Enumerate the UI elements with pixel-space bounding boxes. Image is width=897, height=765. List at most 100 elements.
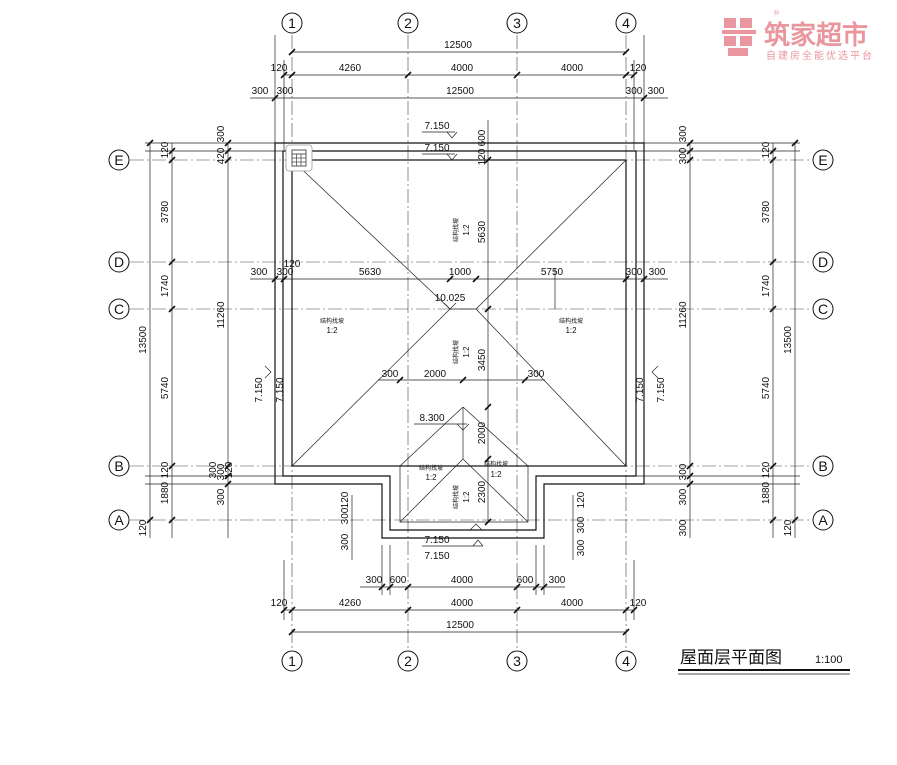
svg-text:300: 300 [678, 519, 689, 536]
svg-text:自建房全能优选平台: 自建房全能优选平台 [766, 49, 874, 62]
svg-text:300: 300 [528, 369, 545, 380]
svg-text:3: 3 [513, 15, 521, 31]
svg-text:结构找坡: 结构找坡 [559, 317, 583, 325]
svg-text:4260: 4260 [339, 63, 362, 74]
svg-text:7.150: 7.150 [275, 377, 286, 402]
svg-text:C: C [114, 301, 124, 317]
calculator-icon[interactable] [285, 144, 313, 172]
svg-text:600: 600 [477, 129, 488, 146]
svg-text:A: A [818, 512, 828, 528]
svg-text:4000: 4000 [451, 63, 474, 74]
svg-text:结构找坡: 结构找坡 [452, 340, 460, 364]
svg-text:1: 1 [288, 653, 296, 669]
svg-text:2000: 2000 [477, 421, 488, 444]
svg-text:C: C [818, 301, 828, 317]
svg-text:4: 4 [622, 653, 630, 669]
axis-bubble-top-2: 2 [397, 12, 419, 34]
svg-text:120: 120 [576, 491, 587, 508]
slope-label-bay-left: 结构找坡 1:2 [419, 464, 443, 482]
svg-text:7.150: 7.150 [254, 377, 265, 402]
svg-text:1:2: 1:2 [462, 346, 471, 358]
svg-text:1740: 1740 [761, 274, 772, 297]
axis-bubble-left-A: A [108, 509, 130, 531]
axis-bubble-top-4: 4 [615, 12, 637, 34]
svg-text:300: 300 [678, 463, 689, 480]
brand-logo: 筑家超市 自建房全能优选平台 ® [722, 9, 874, 62]
svg-text:300: 300 [340, 533, 351, 550]
svg-text:7.150: 7.150 [635, 377, 646, 402]
svg-text:3450: 3450 [477, 348, 488, 371]
svg-text:4000: 4000 [451, 575, 474, 586]
svg-text:300: 300 [549, 575, 566, 586]
svg-text:300: 300 [277, 86, 294, 97]
svg-text:300: 300 [678, 125, 689, 142]
svg-text:结构找坡: 结构找坡 [320, 317, 344, 325]
axis-bubble-right-E: E [812, 149, 834, 171]
svg-text:300: 300 [678, 488, 689, 505]
svg-text:3: 3 [513, 653, 521, 669]
svg-text:300: 300 [216, 463, 227, 480]
svg-text:1:2: 1:2 [490, 470, 502, 479]
svg-text:300: 300 [649, 267, 666, 278]
svg-text:300: 300 [216, 488, 227, 505]
svg-text:4000: 4000 [561, 63, 584, 74]
svg-text:120: 120 [477, 148, 488, 165]
svg-text:1:2: 1:2 [565, 326, 577, 335]
svg-text:屋面层平面图: 屋面层平面图 [680, 648, 782, 668]
axis-bubble-bottom-1: 1 [281, 650, 303, 672]
slope-label-bay-right: 结构找坡 1:2 [484, 460, 508, 479]
axis-bubble-left-C: C [108, 298, 130, 320]
slope-label-bay-front: 结构找坡 1:2 [452, 485, 471, 509]
svg-text:300: 300 [626, 86, 643, 97]
svg-text:5750: 5750 [541, 267, 564, 278]
svg-text:120: 120 [138, 519, 149, 536]
svg-text:2: 2 [404, 653, 412, 669]
svg-text:300: 300 [252, 86, 269, 97]
svg-text:®: ® [773, 9, 780, 17]
slope-label-top: 结构找坡 1:2 [452, 218, 471, 242]
svg-text:300: 300 [576, 539, 587, 556]
svg-text:7.150: 7.150 [424, 143, 449, 154]
axis-bubble-right-C: C [812, 298, 834, 320]
drawing-title: 屋面层平面图 1:100 [678, 648, 850, 675]
svg-text:600: 600 [390, 575, 407, 586]
svg-text:300: 300 [576, 516, 587, 533]
svg-text:D: D [818, 254, 828, 270]
axis-bubble-right-B: B [812, 455, 834, 477]
svg-text:300: 300 [626, 267, 643, 278]
svg-text:2000: 2000 [424, 369, 447, 380]
axis-bubble-right-D: D [812, 251, 834, 273]
svg-text:420: 420 [216, 147, 227, 164]
svg-text:结构找坡: 结构找坡 [452, 485, 460, 509]
svg-text:120: 120 [224, 461, 235, 478]
level-markers: 7.150 7.150 10.025 7.150 7.150 7.150 7.1… [254, 121, 667, 562]
svg-text:7.150: 7.150 [424, 551, 449, 562]
svg-text:300: 300 [216, 125, 227, 142]
svg-text:4000: 4000 [451, 598, 474, 609]
svg-text:12500: 12500 [446, 86, 474, 97]
svg-text:2: 2 [404, 15, 412, 31]
svg-text:600: 600 [517, 575, 534, 586]
svg-text:1:100: 1:100 [815, 654, 843, 666]
axis-bubble-right-A: A [812, 509, 834, 531]
svg-text:8.300: 8.300 [419, 413, 444, 424]
svg-text:B: B [114, 458, 123, 474]
svg-text:1:2: 1:2 [462, 491, 471, 503]
svg-text:10.025: 10.025 [435, 293, 466, 304]
svg-text:120: 120 [160, 141, 171, 158]
svg-text:B: B [818, 458, 827, 474]
svg-text:11260: 11260 [216, 301, 227, 329]
svg-text:120: 120 [160, 461, 171, 478]
svg-text:7.150: 7.150 [424, 535, 449, 546]
roof-outline [274, 142, 645, 539]
svg-text:E: E [818, 152, 827, 168]
svg-text:5740: 5740 [160, 376, 171, 399]
svg-text:120: 120 [271, 63, 288, 74]
svg-text:13500: 13500 [783, 326, 794, 354]
svg-text:E: E [114, 152, 123, 168]
svg-text:300: 300 [251, 267, 268, 278]
axis-bubble-left-B: B [108, 455, 130, 477]
svg-text:11260: 11260 [678, 301, 689, 329]
svg-text:300: 300 [678, 147, 689, 164]
